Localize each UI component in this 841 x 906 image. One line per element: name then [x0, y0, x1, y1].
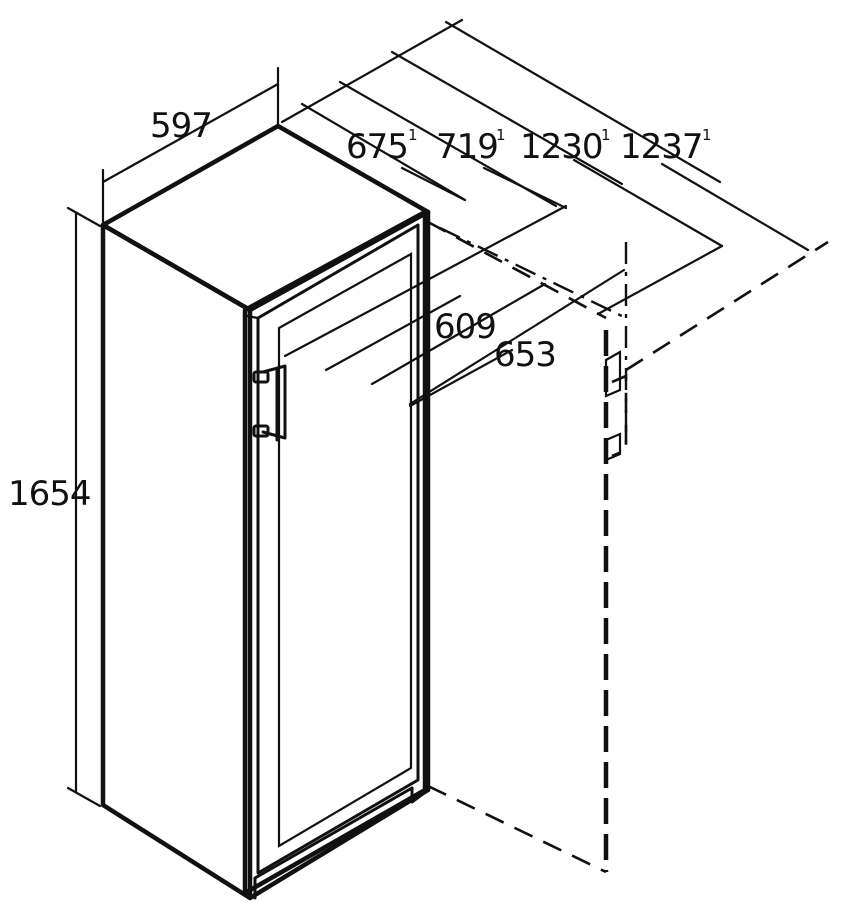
door-handle	[252, 364, 287, 442]
depth-label-719: 719	[436, 127, 498, 167]
width-label: 597	[150, 106, 212, 146]
footnote-1230: 1	[601, 126, 611, 144]
open-label-1237: 1237	[620, 127, 703, 167]
height-label: 1654	[8, 474, 91, 514]
door-glass-panel	[277, 252, 413, 848]
depth-label-653: 653	[494, 335, 556, 375]
depth-label-675: 675	[346, 127, 408, 167]
footnote-675: 1	[408, 126, 418, 144]
footnote-719: 1	[496, 126, 506, 144]
cabinet-body	[100, 123, 431, 901]
footnote-1237: 1	[702, 126, 712, 144]
dimension-lines	[66, 18, 810, 808]
door	[242, 209, 428, 896]
dimension-labels: 597 1654 675 1 719 1 1230 1 1237 1 609 6…	[8, 106, 712, 514]
cabinet-side	[100, 222, 253, 901]
depth-label-609: 609	[434, 307, 496, 347]
open-door-outline	[427, 220, 829, 874]
open-label-1230: 1230	[520, 127, 603, 167]
